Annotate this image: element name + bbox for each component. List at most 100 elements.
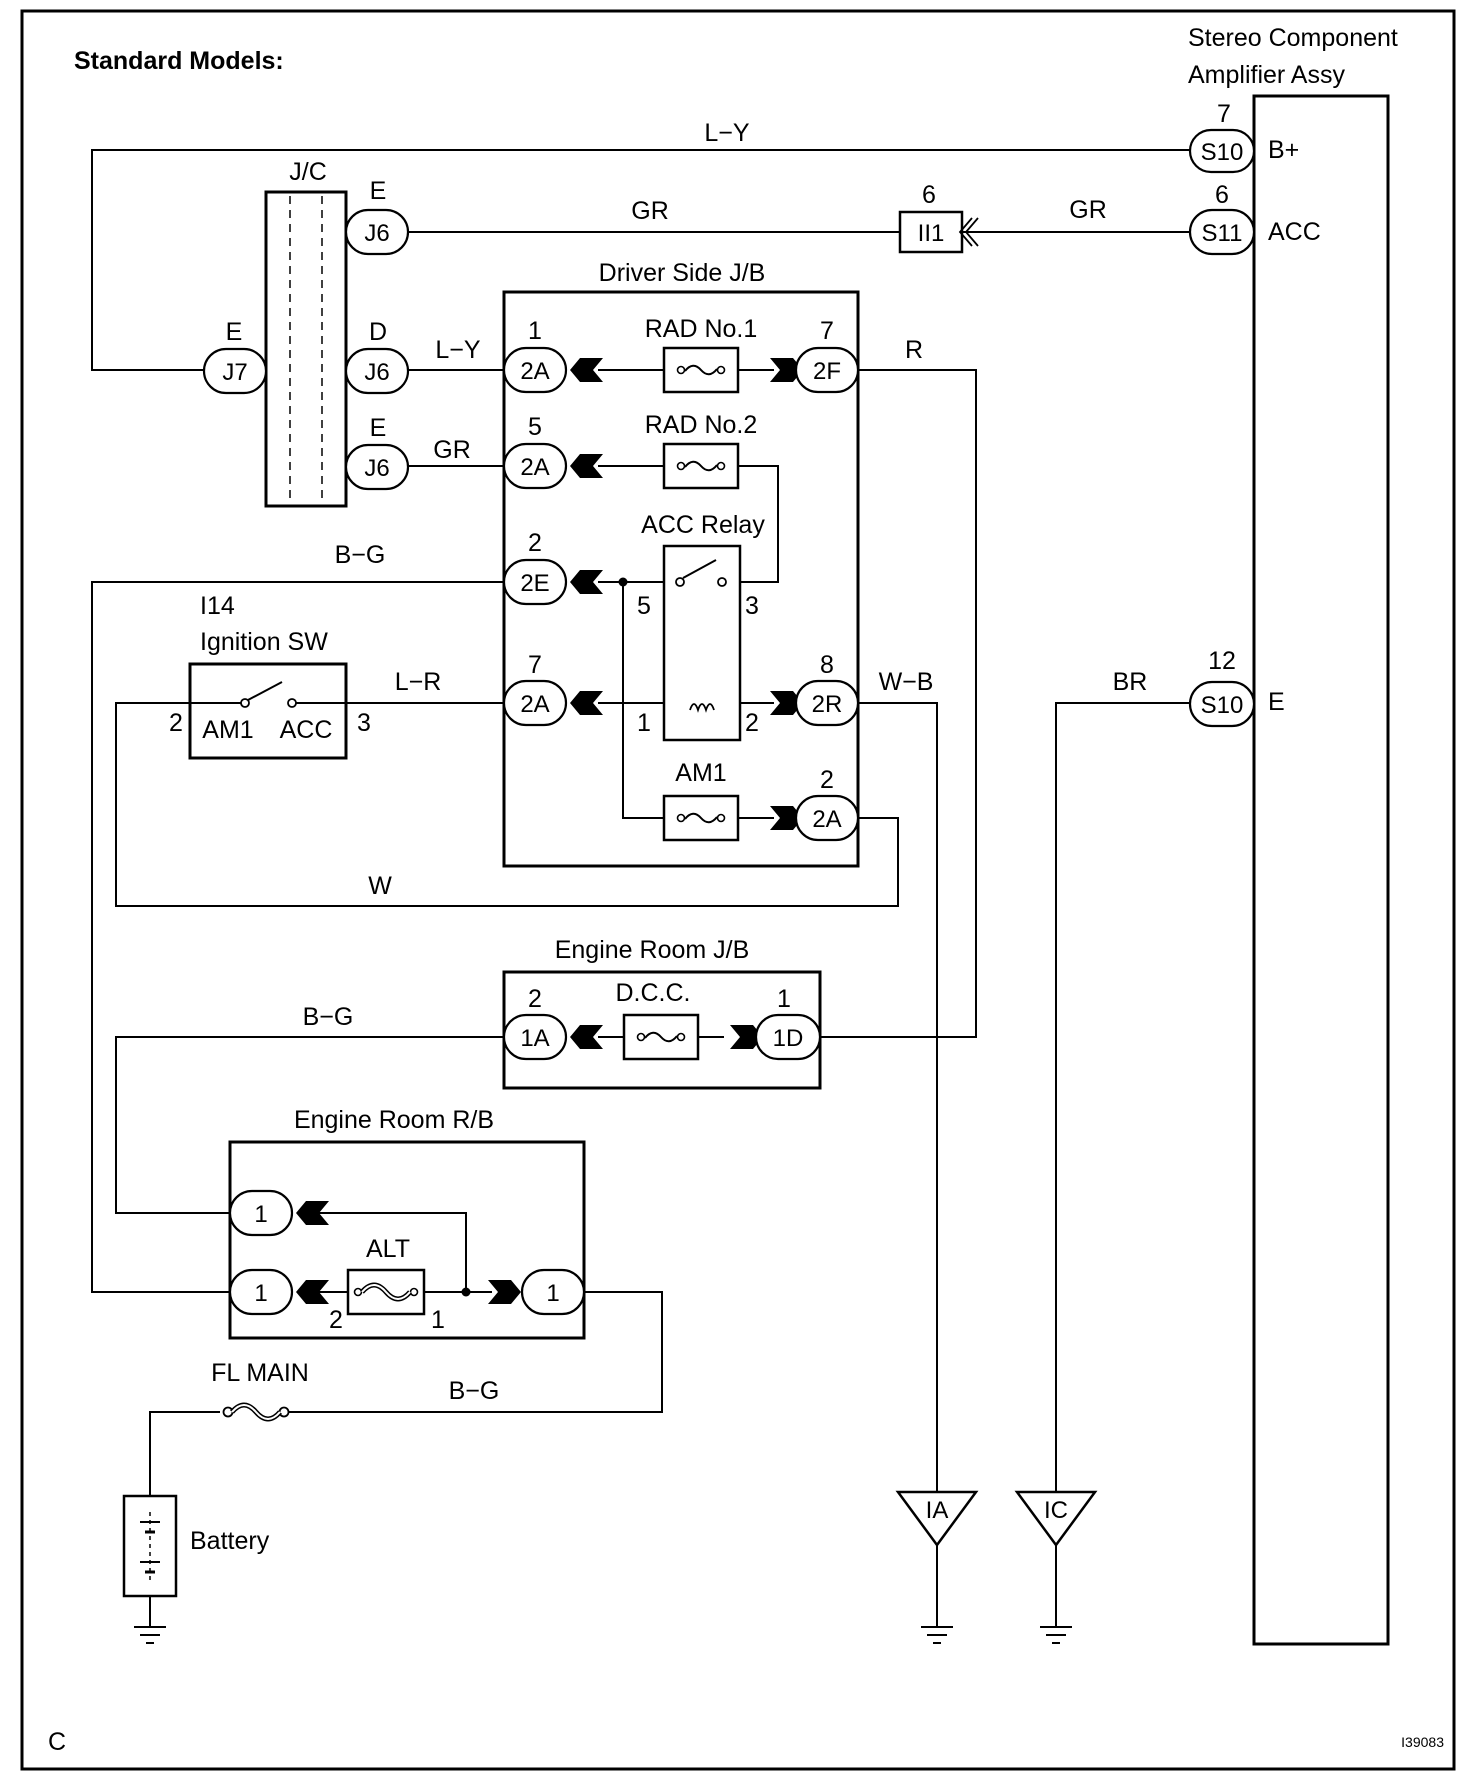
pin-j6-bottom: E [370,414,387,442]
connector-s10-bottom-label: S10 [1201,692,1244,719]
pin-s11: 6 [1215,181,1229,209]
connector-s11-label: S11 [1202,220,1243,247]
ignition-sw-name: Ignition SW [200,628,328,656]
connector-j6-mid: J6 [364,359,389,386]
wire-label-wb: W−B [879,668,934,696]
wire-label-r: R [905,336,923,364]
ground-ic-icon: IC [1014,1490,1098,1644]
connector-j7: J7 [222,359,247,386]
fuse-alt [346,1268,426,1316]
pin-2a-7: 7 [528,651,542,679]
connector-s11 [1188,208,1256,256]
connector-j6-bottom: J6 [364,455,389,482]
pin-2a-1: 1 [528,317,542,345]
connector-2a-1: 2A [520,358,549,385]
connector-s10-top-label: S10 [1201,139,1244,166]
fuse-fl-main-label: FL MAIN [211,1359,309,1387]
engine-rb-label: Engine Room R/B [294,1106,494,1134]
wire-label-w: W [368,872,392,900]
ignition-sw-code: I14 [200,592,235,620]
battery-label: Battery [190,1527,270,1555]
corner-letter: C [48,1728,66,1756]
amp-pin-e: E [1268,688,1285,716]
connector-j6-top: J6 [364,220,389,247]
ground-ia-icon: IA [895,1490,979,1644]
ground-symbols: IA IC [134,1490,1098,1644]
wire-labels: L−Y GR GR L−Y R GR B−G L−R W−B BR W B−G … [303,119,1148,1405]
connector-ii1-label: II1 [918,220,945,247]
ground-ia-label: IA [926,1497,949,1524]
wire-label-br: BR [1113,668,1148,696]
wire-label-gr-right: GR [1069,196,1107,224]
acc-relay-label: ACC Relay [641,511,765,539]
connector-2a-7: 2A [520,691,549,718]
ignition-switch: I14 Ignition SW AM1 ACC 2 3 [169,592,371,760]
pin-2r: 8 [820,651,834,679]
relay-pin-2: 2 [745,709,759,737]
engine-room-jb: Engine Room J/B D.C.C. 1A 2 1D 1 [502,936,822,1090]
ignition-sw-am1: AM1 [202,716,253,744]
amp-pin-acc: ACC [1268,218,1321,246]
ignition-sw-acc: ACC [280,716,333,744]
pin-j7: E [226,318,243,346]
connector-1a: 1A [520,1025,549,1052]
connector-rb-1-top: 1 [254,1201,267,1228]
pin-1d: 1 [777,985,791,1013]
page-frame [20,9,1456,1771]
battery: Battery [122,1494,270,1598]
connector-2r: 2R [812,691,843,718]
figure-id: I39083 [1401,1734,1444,1750]
connector-2e: 2E [520,570,549,597]
connector-s10-top [1188,128,1256,174]
ground-battery-icon [134,1626,166,1644]
pin-1a: 2 [528,985,542,1013]
amp-pin-bplus: B+ [1268,136,1299,164]
wire-label-gr-low: GR [433,436,471,464]
pin-ii1: 6 [922,181,936,209]
relay-pin-1: 1 [637,709,651,737]
pin-2a-2: 2 [820,766,834,794]
fuse-dcc-label: D.C.C. [616,979,691,1007]
acc-relay: ACC Relay 5 3 1 2 [637,511,765,742]
connector-ii1: II1 6 [898,181,979,254]
engine-jb-label: Engine Room J/B [555,936,750,964]
fuse-rad2-label: RAD No.2 [645,411,758,439]
connector-2a-5: 2A [520,454,549,481]
fuse-fl-main: FL MAIN [211,1359,309,1422]
connector-rb-1-right: 1 [546,1280,559,1307]
relay-pin-3: 3 [745,592,759,620]
driver-jb-label: Driver Side J/B [599,259,766,287]
pin-j6-top: E [370,177,387,205]
pin-2e: 2 [528,529,542,557]
pin-2a-5: 5 [528,413,542,441]
pin-s10-bottom: 12 [1208,647,1236,675]
wire-label-ly-mid: L−Y [435,336,481,364]
ignition-pin-3: 3 [357,709,371,737]
connector-2f: 2F [813,358,841,385]
wire-label-bg-top: B−G [335,541,386,569]
connector-s10-bottom [1188,680,1256,728]
amp-name-line2: Amplifier Assy [1188,61,1345,89]
wire-label-ly-top: L−Y [704,119,750,147]
fuse-am1-label: AM1 [675,759,726,787]
ground-ic-label: IC [1044,1497,1068,1524]
connector-rb-1-left: 1 [254,1280,267,1307]
amp-name-line1: Stereo Component [1188,24,1398,52]
pin-s10-top: 7 [1217,100,1231,128]
connector-2a-2: 2A [812,806,841,833]
ignition-pin-2: 2 [169,709,183,737]
wire-label-gr-left: GR [631,197,669,225]
alt-pin-2: 2 [329,1306,343,1334]
engine-room-rb: Engine Room R/B ALT 2 1 1 1 1 [228,1106,586,1340]
fuse-rad1-label: RAD No.1 [645,315,758,343]
relay-pin-5: 5 [637,592,651,620]
connector-1d: 1D [773,1025,804,1052]
stereo-amplifier: Stereo Component Amplifier Assy S10 7 B+… [1188,24,1398,1646]
fuse-alt-label: ALT [366,1235,410,1263]
jc-label: J/C [289,158,327,186]
junction-connector: J/C J6 E J7 E J6 D J6 E [202,158,410,508]
alt-pin-1: 1 [431,1306,445,1334]
driver-side-jb: Driver Side J/B RAD No.1 RAD No.2 AM1 AC… [502,259,860,868]
wire-label-lr: L−R [395,668,442,696]
